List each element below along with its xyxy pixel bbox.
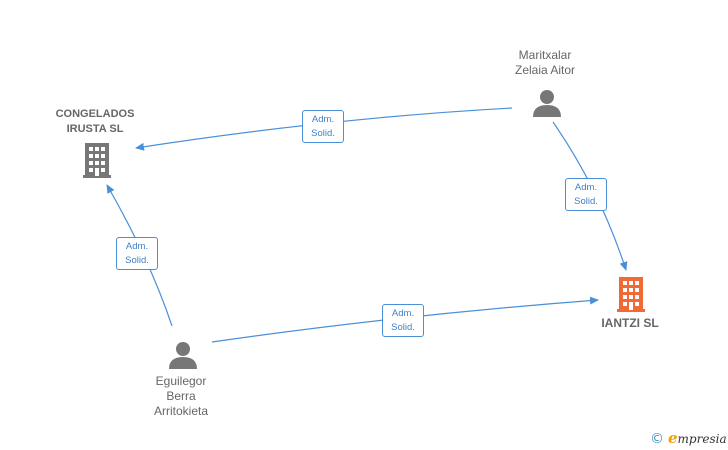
edge-badge-role-type: Solid. — [311, 128, 335, 139]
brand-logo-text: mpresia — [677, 432, 727, 446]
edge-badge-role: Adm. — [311, 114, 335, 125]
edge-badge-role: Adm. — [391, 308, 415, 319]
node-label-line: IANTZI SL — [601, 316, 659, 330]
node-label-line: CONGELADOS — [55, 108, 135, 120]
edge-badge-role-type: Solid. — [574, 196, 598, 207]
edge-badge-maritxalar-iantzi[interactable]: Adm. Solid. — [565, 178, 607, 211]
edge-badge-eguilegor-congelados[interactable]: Adm. Solid. — [116, 237, 158, 270]
node-label-line: Eguilegor — [155, 374, 207, 388]
building-icon[interactable] — [82, 142, 114, 178]
node-label-line: Zelaia Aitor — [514, 63, 576, 77]
person-icon[interactable] — [532, 88, 562, 118]
node-label-iantzi[interactable]: IANTZI SL — [585, 316, 675, 331]
person-icon[interactable] — [168, 340, 198, 370]
edge-badge-role-type: Solid. — [125, 255, 149, 266]
edge-badge-eguilegor-iantzi[interactable]: Adm. Solid. — [382, 304, 424, 337]
edge-badge-role-type: Solid. — [391, 322, 415, 333]
node-label-congelados[interactable]: CONGELADOS IRUSTA SL — [40, 107, 150, 137]
edge-badge-role: Adm. — [574, 182, 598, 193]
edge-badge-role: Adm. — [125, 241, 149, 252]
copyright-icon: © — [650, 431, 664, 447]
edge-badge-maritxalar-congelados[interactable]: Adm. Solid. — [302, 110, 344, 143]
brand-logo-e: e — [668, 429, 678, 447]
node-label-maritxalar[interactable]: Maritxalar Zelaia Aitor — [490, 48, 600, 78]
node-label-line: Arritokieta — [153, 404, 209, 418]
building-icon[interactable] — [616, 276, 648, 312]
node-label-line: IRUSTA SL — [66, 123, 124, 135]
node-label-line: Berra — [166, 389, 196, 403]
node-label-line: Maritxalar — [518, 48, 572, 62]
brand-logo: ©empresia — [650, 429, 727, 447]
node-label-eguilegor[interactable]: Eguilegor Berra Arritokieta — [126, 374, 236, 419]
